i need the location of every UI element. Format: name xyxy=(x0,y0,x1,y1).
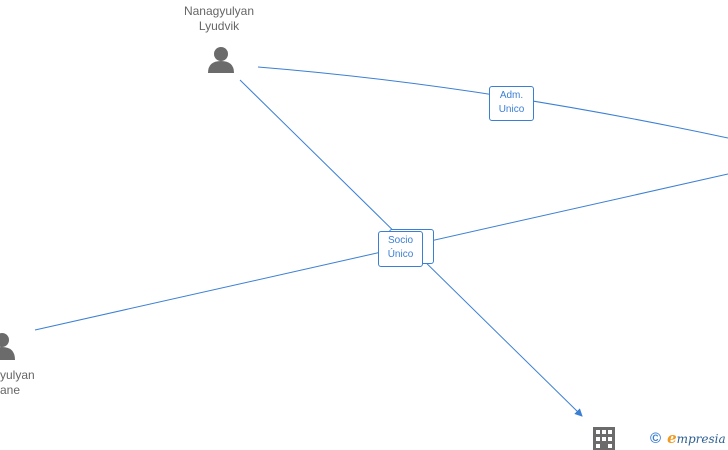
edge-label-adm-unico[interactable]: Adm. Unico xyxy=(489,86,534,121)
empresia-watermark[interactable]: © empresia xyxy=(650,429,726,447)
person-icon[interactable] xyxy=(208,47,234,73)
person-left-name: yulyan ane xyxy=(0,368,35,397)
empresia-logo: empresia xyxy=(667,429,726,447)
edge-label-socio-unico[interactable]: Socio Único xyxy=(378,231,423,267)
edge-adm-unico xyxy=(257,66,728,139)
person-top-name: Nanagyulyan Lyudvik xyxy=(183,4,255,33)
person-icon[interactable] xyxy=(0,333,15,360)
copyright-symbol: © xyxy=(650,429,662,447)
building-icon[interactable] xyxy=(593,427,615,450)
